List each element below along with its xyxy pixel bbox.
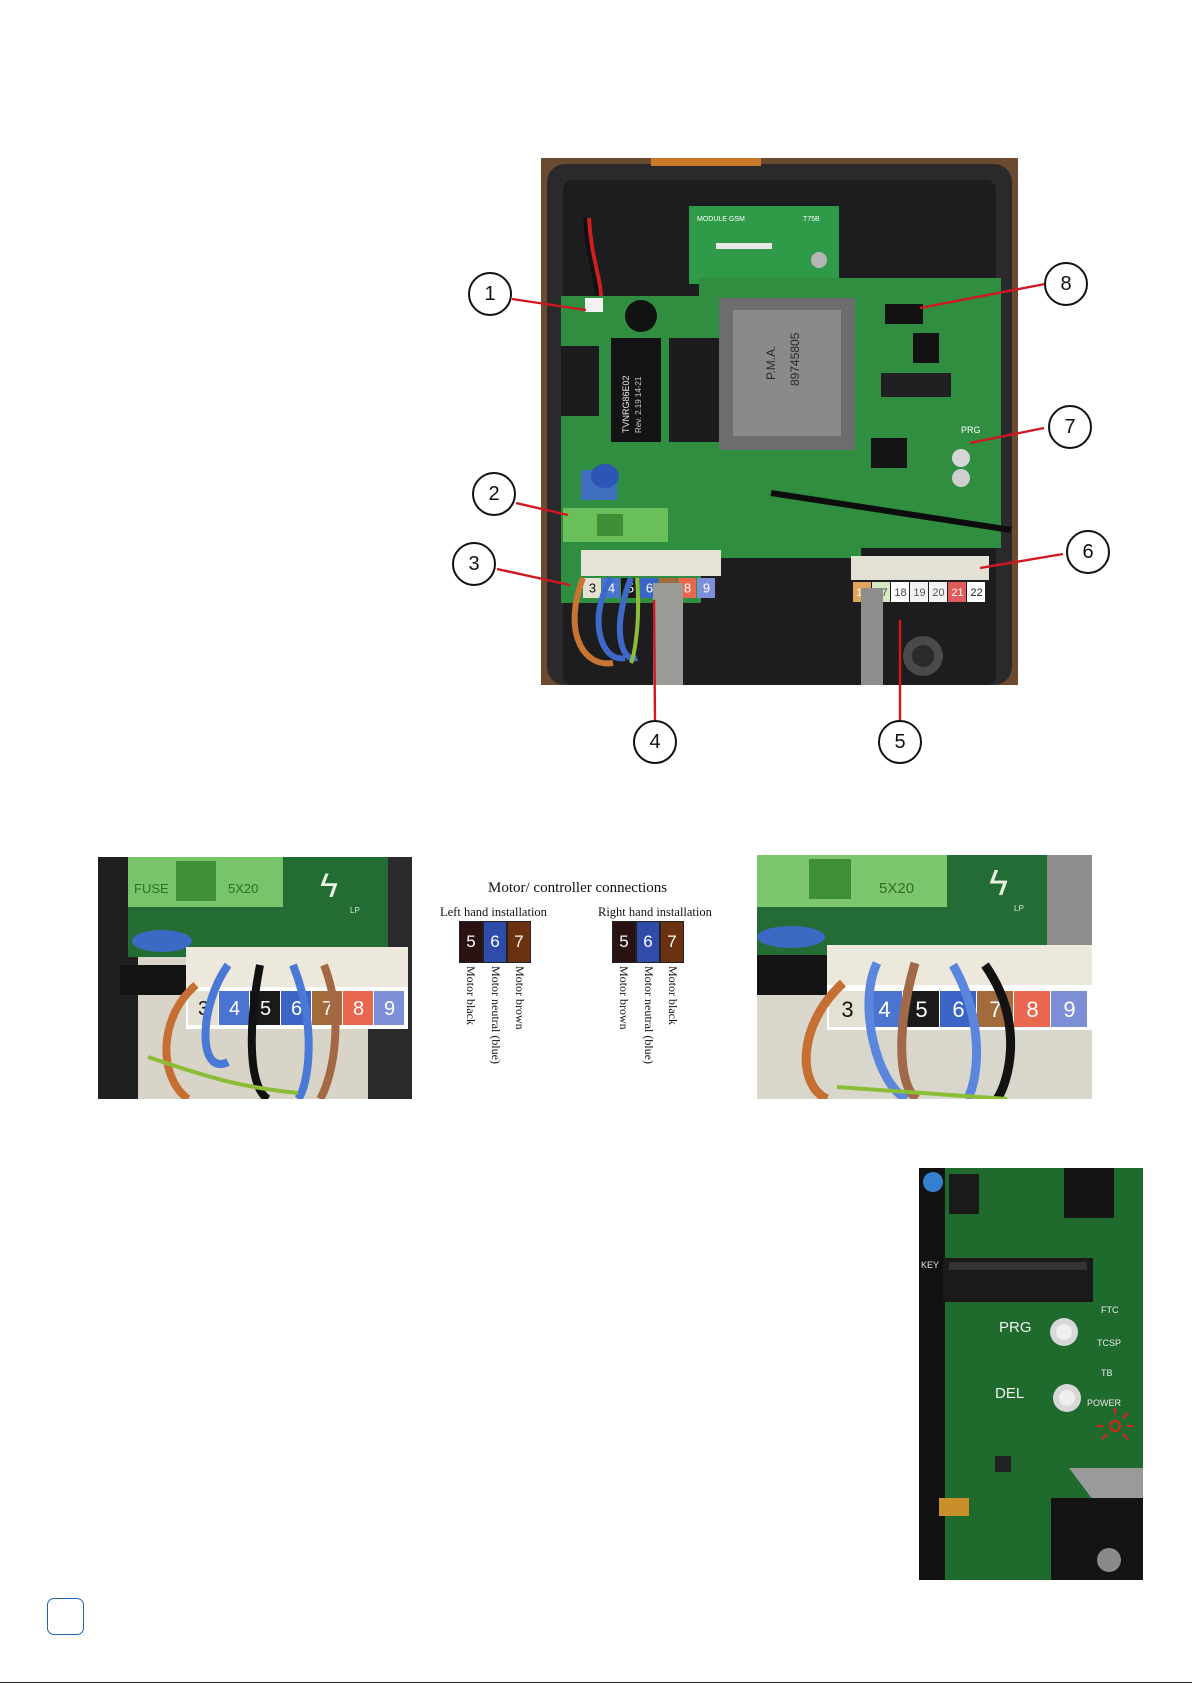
- led-label-ftc: FTC: [1101, 1305, 1119, 1315]
- board-prg-label: PRG: [999, 1319, 1032, 1336]
- left-swatch-5: 5: [459, 921, 483, 963]
- board-key-label: KEY: [921, 1260, 939, 1270]
- left-closeup-terminal-label-6: 6: [291, 998, 302, 1020]
- callout-6: 6: [1066, 530, 1110, 574]
- main-terminal-label-6: 6: [646, 581, 653, 596]
- left-label-5: Motor black: [464, 966, 478, 1025]
- callout-4: 4: [633, 720, 677, 764]
- right-closeup-terminal-9: [1051, 991, 1087, 1027]
- leader-lines: [496, 282, 1064, 721]
- relay-label: TVNRG86E02: [621, 375, 631, 433]
- left-terminal-swatches: 5 6 7: [459, 921, 531, 963]
- right-closeup-terminal-8: [1014, 991, 1050, 1027]
- callout-8: 8: [1044, 262, 1088, 306]
- left-label-7: Motor brown: [513, 966, 527, 1030]
- left-closeup-terminal-label-3: 3: [198, 998, 209, 1020]
- callout-2: 2: [472, 472, 516, 516]
- svg-text:ϟ: ϟ: [989, 862, 1008, 903]
- right-closeup-terminal-label-9: 9: [1063, 997, 1075, 1022]
- callout-7: 7: [1048, 405, 1092, 449]
- left-closeup-terminal-label-5: 5: [260, 998, 271, 1020]
- main-terminal-9: [697, 578, 715, 598]
- board-del-label: DEL: [995, 1385, 1024, 1402]
- right-swatch-5: 5: [612, 921, 636, 963]
- callout-number: 6: [1082, 541, 1093, 563]
- right-closeup-terminal-label-5: 5: [915, 997, 927, 1022]
- right-swatch-7: 7: [660, 921, 684, 963]
- gsm-module-code: T75B: [803, 216, 820, 223]
- right-closeup-terminal-label-4: 4: [878, 997, 890, 1022]
- control-board-photo: MODULE GSM T75B TVNRG86E02 Rev. 2.19 14-…: [452, 158, 1110, 764]
- left-installation-heading: Left hand installation: [440, 905, 547, 919]
- right-closeup-terminal-label-3: 3: [841, 997, 853, 1022]
- transformer-brand: P.M.A.: [764, 346, 778, 380]
- left-lp-label: LP: [350, 906, 360, 915]
- main-terminal-label-9: 9: [703, 581, 710, 596]
- right-label-7: Motor black: [666, 966, 680, 1025]
- callout-number: 1: [484, 283, 495, 305]
- prg-silk-label: PRG: [961, 425, 981, 435]
- left-closeup-terminal-label-8: 8: [353, 998, 364, 1020]
- left-closeup-terminal-8: [343, 991, 373, 1025]
- right-installation-heading: Right hand installation: [598, 905, 712, 919]
- left-closeup-terminal-label-7: 7: [322, 998, 333, 1020]
- left-closeup-terminal-9: [374, 991, 404, 1025]
- led-label-tcsp: TCSP: [1097, 1338, 1121, 1348]
- callout-number: 2: [488, 483, 499, 505]
- main-right-terminal-label-20: 20: [932, 587, 944, 599]
- left-closeup-terminal-label-9: 9: [384, 998, 395, 1020]
- right-fuse-rating: 5X20: [879, 880, 914, 897]
- right-lp-label: LP: [1014, 904, 1024, 913]
- main-right-terminal-label-21: 21: [951, 587, 963, 599]
- left-label-6: Motor neutral (blue): [489, 966, 503, 1064]
- right-label-6: Motor neutral (blue): [642, 966, 656, 1064]
- callout-number: 8: [1060, 273, 1071, 295]
- gsm-module-label: MODULE GSM: [697, 216, 745, 223]
- bottom-rule: [0, 1682, 1192, 1683]
- left-closeup-terminal-label-4: 4: [229, 998, 240, 1020]
- callout-5: 5: [878, 720, 922, 764]
- main-right-terminal-label-18: 18: [894, 587, 906, 599]
- callout-1: 1: [468, 272, 512, 316]
- power-led-blink-icon: [1097, 1408, 1133, 1440]
- main-right-terminal-22: [967, 582, 985, 602]
- main-right-terminal-21: [948, 582, 966, 602]
- left-swatch-6: 6: [483, 921, 507, 963]
- svg-text:ϟ: ϟ: [320, 867, 338, 905]
- page-number-box: [47, 1598, 84, 1635]
- callout-number: 7: [1064, 416, 1075, 438]
- callout-number: 3: [468, 553, 479, 575]
- relay-sub-label: Rev. 2.19 14-21: [634, 376, 643, 433]
- transformer-code: 89745805: [788, 332, 802, 386]
- right-closeup-terminal-label-7: 7: [989, 997, 1001, 1022]
- led-label-power: POWER: [1087, 1398, 1122, 1408]
- connections-title: Motor/ controller connections: [488, 880, 668, 896]
- callout-3: 3: [452, 542, 496, 586]
- left-closeup-terminal-4: [219, 991, 249, 1025]
- board-buttons-photo: KEY PRG DEL FTC TCSP TB POWER: [919, 1168, 1143, 1580]
- right-terminal-swatches: 5 6 7: [612, 921, 684, 963]
- left-swatch-7: 7: [507, 921, 531, 963]
- main-right-terminal-label-19: 19: [913, 587, 925, 599]
- main-terminal-3: [583, 578, 601, 598]
- left-fuse-rating: 5X20: [228, 881, 258, 896]
- right-label-5: Motor brown: [617, 966, 631, 1030]
- right-closeup-terminal-label-8: 8: [1026, 997, 1038, 1022]
- led-label-tb: TB: [1101, 1368, 1113, 1378]
- right-swatch-6: 6: [636, 921, 660, 963]
- main-terminal-label-3: 3: [589, 581, 596, 596]
- right-closeup-terminal-label-6: 6: [952, 997, 964, 1022]
- main-terminal-label-8: 8: [684, 581, 691, 596]
- callout-number: 5: [894, 731, 905, 753]
- main-right-terminal-20: [929, 582, 947, 602]
- main-terminal-label-5: 5: [627, 581, 634, 596]
- callout-number: 4: [649, 731, 660, 753]
- main-right-terminal-label-22: 22: [970, 587, 982, 599]
- left-fuse-label: FUSE: [134, 881, 169, 896]
- main-right-terminal-18: [891, 582, 909, 602]
- main-terminal-label-4: 4: [608, 581, 615, 596]
- main-right-terminal-19: [910, 582, 928, 602]
